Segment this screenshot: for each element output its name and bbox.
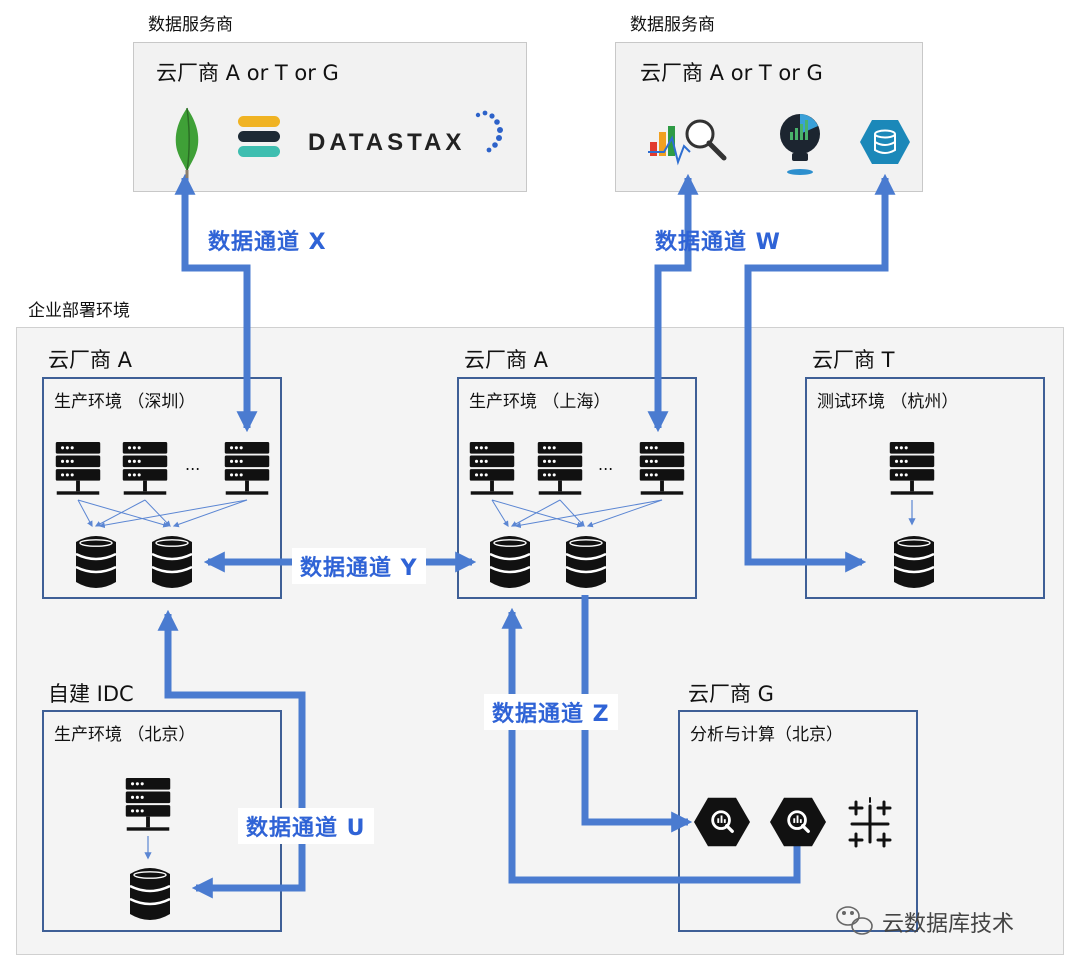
server-icon	[537, 442, 583, 495]
region-title-idc: 自建 IDC	[48, 682, 134, 706]
service-vendor-right: 云厂商 A or T or G	[640, 61, 823, 85]
database-icon	[74, 534, 118, 590]
env-label-beijing-analytics: 分析与计算（北京）	[690, 725, 843, 745]
wechat-icon	[836, 906, 873, 935]
analytics-chart-icon	[648, 119, 727, 166]
region-title-cloud-a-sz: 云厂商 A	[48, 348, 133, 372]
env-label-shanghai: 生产环境 （上海）	[469, 392, 611, 412]
service-caption-left: 数据服务商	[148, 15, 233, 35]
lightbulb-icon	[780, 114, 820, 175]
service-vendor-left: 云厂商 A or T or G	[156, 61, 339, 85]
server-icon	[639, 442, 685, 495]
server-icon	[55, 442, 101, 495]
channel-u-label: 数据通道 U	[238, 808, 374, 844]
server-icon	[224, 442, 270, 495]
channel-w-label: 数据通道 W	[655, 230, 781, 255]
channel-w-arrow	[647, 173, 699, 433]
service-box-right: 云厂商 A or T or G	[615, 42, 923, 192]
server-ellipsis-shenzhen: ...	[185, 455, 201, 474]
channel-x-arrow	[174, 173, 258, 433]
watermark-text: 云数据库技术	[882, 912, 1015, 937]
service-caption-right: 数据服务商	[630, 15, 715, 35]
channel-x-label: 数据通道 X	[208, 230, 327, 255]
tableau-icon	[848, 797, 892, 848]
channel-y-label: 数据通道 Y	[292, 548, 426, 584]
elastic-icon	[238, 116, 280, 157]
database-icon	[128, 866, 172, 922]
server-icon	[469, 442, 515, 495]
database-icon	[488, 534, 532, 590]
server-icon	[122, 442, 168, 495]
database-service-icon	[860, 120, 910, 164]
bigquery-icon	[770, 797, 826, 847]
datastax-logo: DATASTAX	[308, 110, 503, 156]
channel-z2-arrow	[501, 607, 801, 884]
server-ellipsis-shanghai: ...	[598, 455, 614, 474]
mongodb-icon	[175, 107, 199, 178]
channel-w2-arrow	[744, 173, 896, 573]
enterprise-caption: 企业部署环境	[28, 301, 130, 321]
server-icon	[889, 442, 935, 495]
channel-z1-arrow	[581, 595, 693, 833]
service-box-left: 云厂商 A or T or G	[133, 42, 527, 192]
datastax-wordmark: DATASTAX	[308, 129, 465, 156]
database-icon	[564, 534, 608, 590]
channel-u-arrow	[157, 609, 306, 899]
server-icon	[125, 778, 171, 831]
database-icon	[150, 534, 194, 590]
database-icon	[892, 534, 936, 590]
region-title-cloud-a-sh: 云厂商 A	[464, 348, 549, 372]
env-label-shenzhen: 生产环境 （深圳）	[54, 392, 196, 412]
bigquery-icon	[694, 797, 750, 847]
region-title-cloud-g: 云厂商 G	[688, 682, 774, 706]
channel-z-label: 数据通道 Z	[484, 694, 618, 730]
